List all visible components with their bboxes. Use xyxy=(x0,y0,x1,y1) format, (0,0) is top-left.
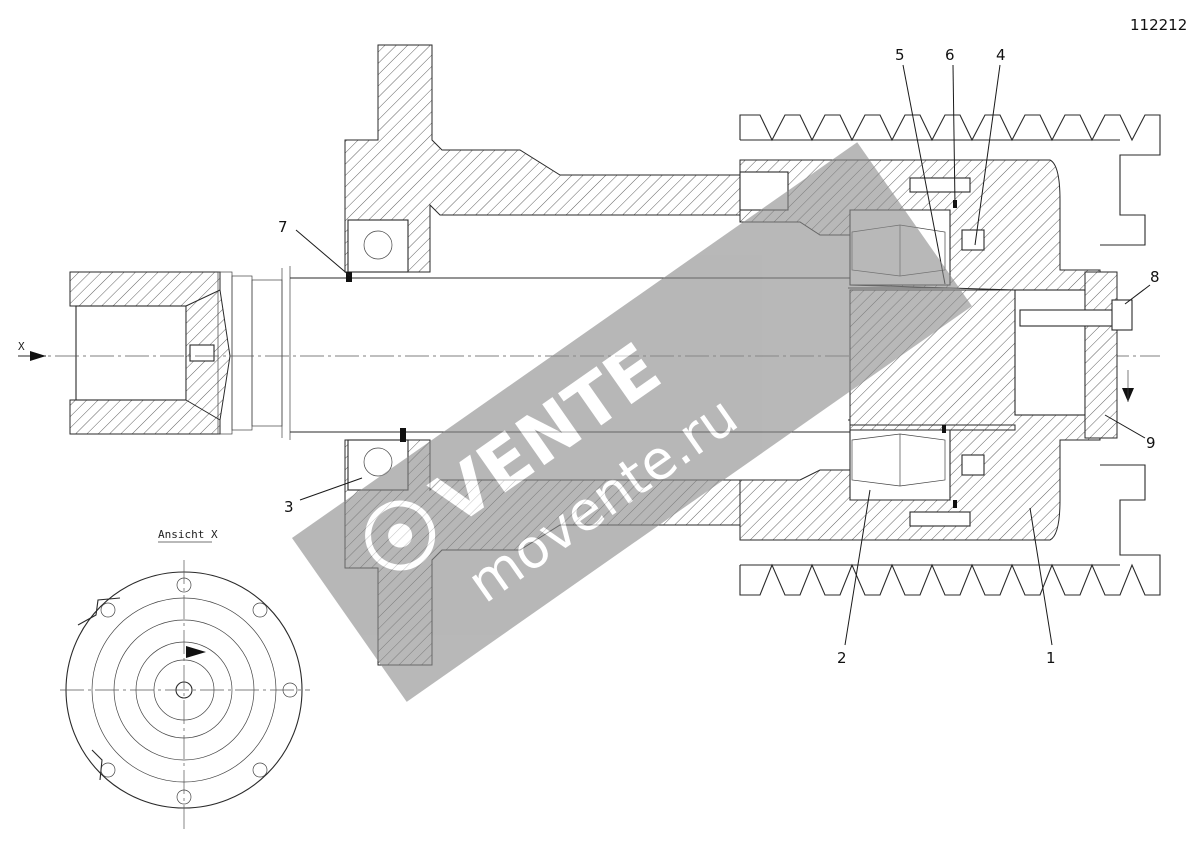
document-number: 112212 xyxy=(1130,16,1187,34)
callout-5: 5 xyxy=(895,46,905,64)
callout-4: 4 xyxy=(996,46,1006,64)
view-arrow-label: X xyxy=(18,340,25,353)
callout-2: 2 xyxy=(837,649,847,667)
roller-bearing-bottom xyxy=(851,433,946,487)
auxiliary-view: Ansicht X xyxy=(60,528,310,830)
callout-8: 8 xyxy=(1150,268,1160,286)
pulley-teeth-bottom xyxy=(739,464,1161,596)
gear-logo-icon xyxy=(365,500,436,571)
seal-bottom xyxy=(961,454,985,476)
callouts: 1 2 3 4 5 6 7 8 9 xyxy=(278,46,1160,667)
callout-1: 1 xyxy=(1046,649,1056,667)
view-title: Ansicht X xyxy=(158,528,218,541)
callout-3: 3 xyxy=(284,498,294,516)
view-arrow-x: X xyxy=(18,340,46,361)
callout-6: 6 xyxy=(945,46,955,64)
coupling-hub xyxy=(69,266,291,440)
callout-9: 9 xyxy=(1146,434,1156,452)
callout-7: 7 xyxy=(278,218,288,236)
end-bolt xyxy=(1111,299,1133,331)
pulley-teeth-top xyxy=(739,114,1161,246)
seal-top xyxy=(961,229,985,251)
